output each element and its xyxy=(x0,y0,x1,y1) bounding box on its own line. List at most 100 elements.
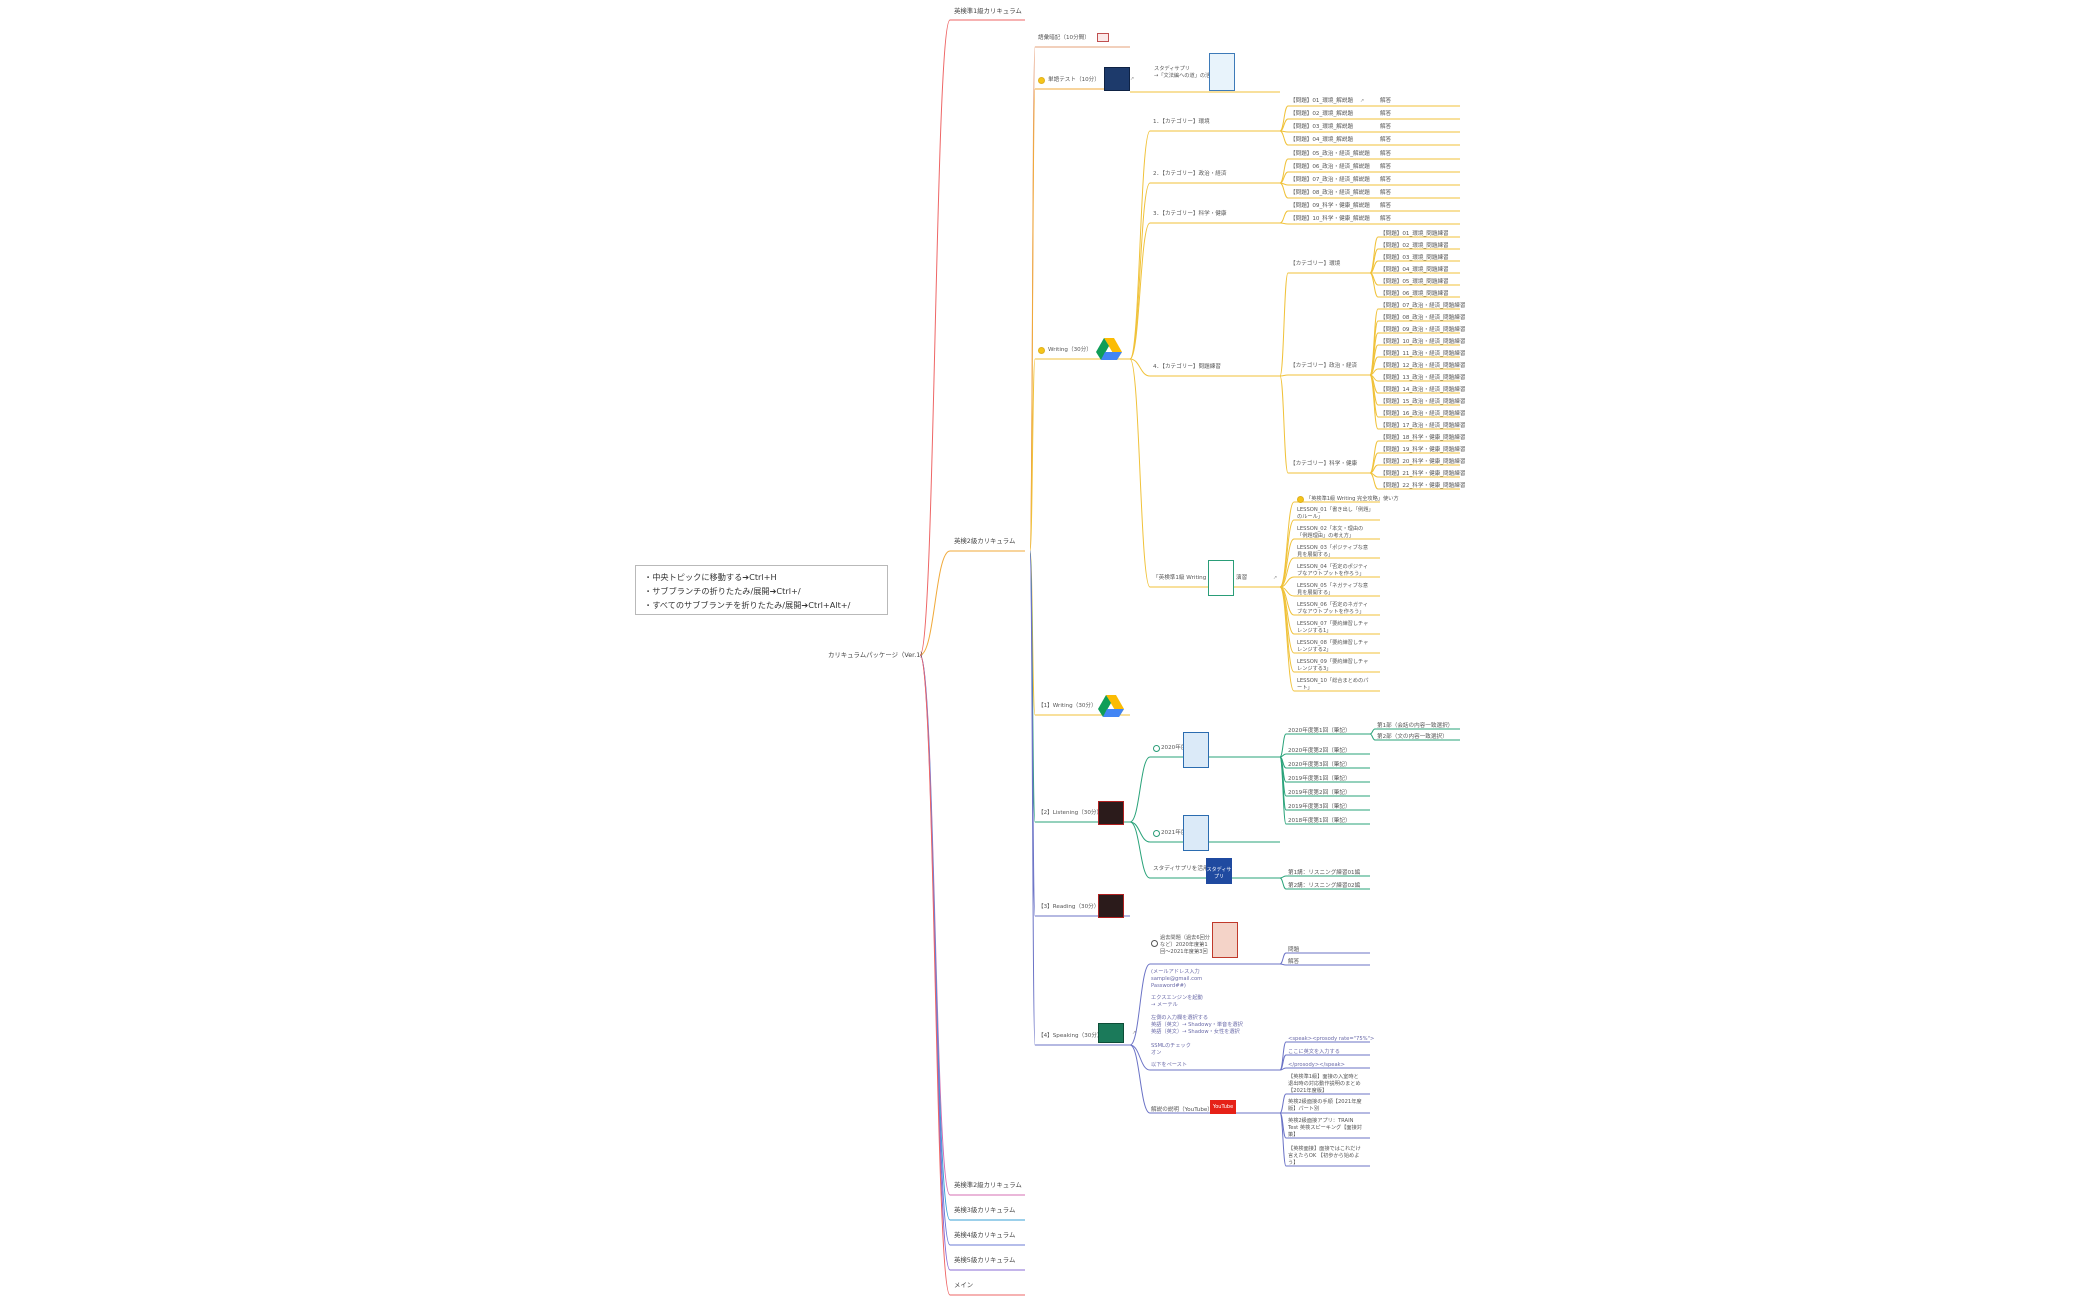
list-item[interactable]: 【問題】05_環境_問題練習 xyxy=(1380,279,1449,285)
lesson-item[interactable]: LESSON_04「否定のポジティブなアウトプットを作ろう」 xyxy=(1297,564,1369,577)
answer-item[interactable]: 解答 xyxy=(1380,177,1392,183)
branch-w5[interactable]: 英検4級カリキュラム xyxy=(954,1231,1016,1239)
list-item[interactable]: 【問題】22_科学・健康_問題練習 xyxy=(1380,483,1466,489)
branch-w3[interactable]: 英検準2級カリキュラム xyxy=(954,1181,1022,1189)
list-item[interactable]: 【問題】06_環境_問題練習 xyxy=(1380,291,1449,297)
video-item[interactable]: 【英検準1級】面接の入室時と退出時の対応動作説明のまとめ【2021年度版】 xyxy=(1288,1074,1361,1094)
video-item[interactable]: 英検2級面接アプリ：TRAIN Test 英検スピーキング【面接対策】 xyxy=(1288,1118,1362,1138)
branch-w6[interactable]: 英検5級カリキュラム xyxy=(954,1256,1016,1264)
list-item[interactable]: 【問題】17_政治・経済_問題練習 xyxy=(1380,423,1466,429)
node-writing[interactable]: Writing（30分） xyxy=(1048,347,1092,353)
lecture-item[interactable]: 第1講：リスニング練習01編 xyxy=(1288,870,1361,876)
answer-item[interactable]: 解答 xyxy=(1380,98,1392,104)
list-item[interactable]: 【問題】02_環境_問題練習 xyxy=(1380,243,1449,249)
list-item[interactable]: 【問題】18_科学・健康_問題練習 xyxy=(1380,435,1466,441)
answer-item[interactable]: 解答 xyxy=(1380,137,1392,143)
listening-past1[interactable]: 2020年度版 xyxy=(1161,745,1193,751)
list-item[interactable]: 【問題】07_政治・経済_解説題 xyxy=(1290,177,1370,183)
list-item[interactable]: 【問題】08_政治・経済_問題練習 xyxy=(1380,315,1466,321)
part-item[interactable]: 第2部（文の内容一致選択） xyxy=(1377,734,1448,740)
list-item[interactable]: 【問題】01_環境_解説題 xyxy=(1290,98,1354,104)
lecture-item[interactable]: 第2講：リスニング練習02編 xyxy=(1288,883,1361,889)
list-item[interactable]: 【問題】01_環境_問題練習 xyxy=(1380,231,1449,237)
list-item[interactable]: 【問題】21_科学・健康_問題練習 xyxy=(1380,471,1466,477)
list-item[interactable]: 【問題】12_政治・経済_問題練習 xyxy=(1380,363,1466,369)
writing-cat-sci[interactable]: 3．【カテゴリー】科学・健康 xyxy=(1153,211,1227,217)
list-item[interactable]: 【問題】04_環境_解説題 xyxy=(1290,137,1354,143)
branch-week1[interactable]: 英検準1級カリキュラム xyxy=(954,7,1022,15)
video-item[interactable]: 【英検面接】面接ではこれだけ言えたらOK 【初歩から始めよう】 xyxy=(1288,1146,1361,1166)
link-icon[interactable]: ↗ xyxy=(1273,575,1278,581)
writing-cat-env[interactable]: 1．【カテゴリー】環境 xyxy=(1153,119,1210,125)
writing-cat-practice[interactable]: 4．【カテゴリー】問題練習 xyxy=(1153,364,1221,370)
list-item[interactable]: 【問題】11_政治・経済_問題練習 xyxy=(1380,351,1466,357)
list-item[interactable]: 【問題】05_政治・経済_解説題 xyxy=(1290,151,1370,157)
list-item[interactable]: 【問題】10_政治・経済_問題練習 xyxy=(1380,339,1466,345)
part-item[interactable]: 第1部（会話の内容一致選択） xyxy=(1377,723,1454,729)
listening-sapuri[interactable]: スタディサプリを活用する xyxy=(1153,866,1220,872)
list-item[interactable]: 【問題】15_政治・経済_問題練習 xyxy=(1380,399,1466,405)
answer-item[interactable]: 解答 xyxy=(1380,151,1392,157)
list-item[interactable]: 【問題】14_政治・経済_問題練習 xyxy=(1380,387,1466,393)
practice-cat-pol[interactable]: 【カテゴリー】政治・経済 xyxy=(1290,363,1358,369)
writing-cat-pol[interactable]: 2．【カテゴリー】政治・経済 xyxy=(1153,171,1227,177)
branch-main[interactable]: メイン xyxy=(954,1281,974,1289)
answer-item[interactable]: 解答 xyxy=(1380,203,1392,209)
list-item[interactable]: 【問題】16_政治・経済_問題練習 xyxy=(1380,411,1466,417)
node-listening[interactable]: 【2】Listening（30分） xyxy=(1038,810,1103,816)
listening-past2[interactable]: 2021年度版 xyxy=(1161,830,1193,836)
answer-item[interactable]: 解答 xyxy=(1380,216,1392,222)
lesson-item[interactable]: LESSON_01「書き出し「例題」のルール」 xyxy=(1297,507,1371,520)
year-item[interactable]: 2020年度第1回（筆記） xyxy=(1288,728,1351,734)
list-item[interactable]: 【問題】07_政治・経済_問題練習 xyxy=(1380,303,1466,309)
answer-item[interactable]: 解答 xyxy=(1380,124,1392,130)
link-icon[interactable]: ↗ xyxy=(1132,1030,1137,1036)
video-item[interactable]: 英検2級面接の手順【2021年度版】パート別 xyxy=(1288,1099,1362,1112)
list-item[interactable]: 【問題】04_環境_問題練習 xyxy=(1380,267,1449,273)
list-item[interactable]: 【問題】02_環境_解説題 xyxy=(1290,111,1354,117)
speaking-problem[interactable]: 問題 xyxy=(1288,947,1300,953)
node-vocab[interactable]: 語彙暗記（10分間） xyxy=(1038,35,1090,41)
lesson-item[interactable]: LESSON_05「ネガティブな意見を展開する」 xyxy=(1297,583,1369,596)
lesson-item[interactable]: LESSON_02「本文・理由の「例題理由」の考え方」 xyxy=(1297,526,1364,539)
link-icon[interactable]: ↗ xyxy=(1360,98,1365,104)
speaking-answer[interactable]: 解答 xyxy=(1288,959,1300,965)
lesson-item[interactable]: LESSON_03「ポジティブな意見を展開する」 xyxy=(1297,545,1369,558)
answer-item[interactable]: 解答 xyxy=(1380,164,1392,170)
speaking-book[interactable]: 過去問題（過去6回分など）2020年度第1回〜2021年度第3回 xyxy=(1160,935,1210,955)
list-item[interactable]: 【問題】19_科学・健康_問題練習 xyxy=(1380,447,1466,453)
node-test[interactable]: 単語テスト（10分） xyxy=(1048,77,1100,83)
list-item[interactable]: 【問題】09_科学・健康_解説題 xyxy=(1290,203,1370,209)
list-item[interactable]: 【問題】03_環境_問題練習 xyxy=(1380,255,1449,261)
branch-w4[interactable]: 英検3級カリキュラム xyxy=(954,1206,1016,1214)
list-item[interactable]: 【問題】03_環境_解説題 xyxy=(1290,124,1354,130)
node-writing1[interactable]: 【1】Writing（30分） xyxy=(1038,703,1097,709)
branch-week2[interactable]: 英検2級カリキュラム xyxy=(954,537,1016,545)
node-speaking[interactable]: 【4】Speaking（30分） xyxy=(1038,1033,1103,1039)
list-item[interactable]: 【問題】06_政治・経済_解説題 xyxy=(1290,164,1370,170)
speaking-video[interactable]: 解説の説明（YouTube） xyxy=(1151,1107,1213,1113)
list-item[interactable]: 【問題】08_政治・経済_解説題 xyxy=(1290,190,1370,196)
link-icon[interactable]: ↗ xyxy=(1130,76,1135,82)
writing-cat-lessons[interactable]: 「英検準1級 Writing 完全攻略」演習 xyxy=(1153,575,1248,581)
year-item[interactable]: 2019年度第3回（筆記） xyxy=(1288,804,1351,810)
answer-item[interactable]: 解答 xyxy=(1380,190,1392,196)
list-item[interactable]: 【問題】20_科学・健康_問題練習 xyxy=(1380,459,1466,465)
lesson-item[interactable]: LESSON_10「総合まとめのパート」 xyxy=(1297,678,1369,691)
lesson-item[interactable]: LESSON_09「要約練習しチャレンジする3」 xyxy=(1297,659,1369,672)
node-reading[interactable]: 【3】Reading（30分） xyxy=(1038,904,1100,910)
year-item[interactable]: 2020年度第3回（筆記） xyxy=(1288,762,1351,768)
lesson-item[interactable]: LESSON_06「否定のネガティブなアウトプットを作ろう」 xyxy=(1297,602,1369,615)
practice-cat-env[interactable]: 【カテゴリー】環境 xyxy=(1290,261,1341,267)
lesson-item[interactable]: LESSON_08「要約練習しチャレンジする2」 xyxy=(1297,640,1369,653)
list-item[interactable]: 【問題】13_政治・経済_問題練習 xyxy=(1380,375,1466,381)
answer-item[interactable]: 解答 xyxy=(1380,111,1392,117)
central-topic[interactable]: カリキュラムパッケージ（Ver.1） xyxy=(828,651,927,659)
lesson-item[interactable]: 「英検準1級 Writing 完全攻略」使い方 xyxy=(1306,496,1399,502)
year-item[interactable]: 2019年度第2回（筆記） xyxy=(1288,790,1351,796)
lesson-item[interactable]: LESSON_07「要約練習しチャレンジする1」 xyxy=(1297,621,1369,634)
list-item[interactable]: 【問題】10_科学・健康_解説題 xyxy=(1290,216,1370,222)
practice-cat-sci[interactable]: 【カテゴリー】科学・健康 xyxy=(1290,461,1358,467)
year-item[interactable]: 2018年度第1回（筆記） xyxy=(1288,818,1351,824)
year-item[interactable]: 2019年度第1回（筆記） xyxy=(1288,776,1351,782)
